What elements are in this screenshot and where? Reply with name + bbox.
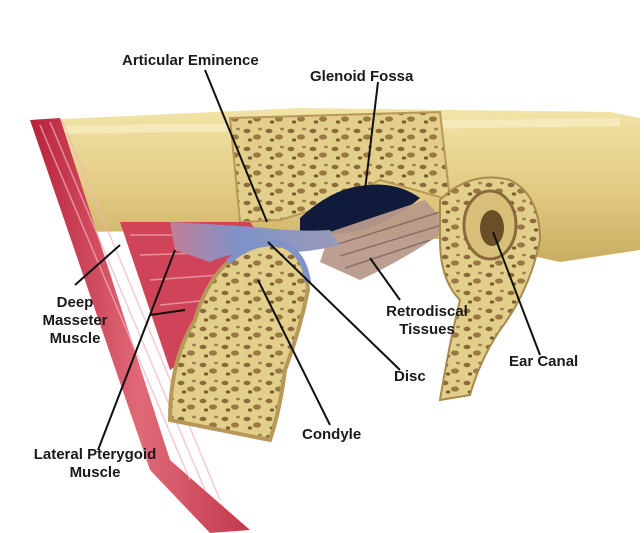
lateral-pterygoid-line-2: Muscle <box>15 464 175 482</box>
retrodiscal-line-1: Retrodiscal <box>367 303 487 321</box>
retrodiscal-line-2: Tissues <box>367 321 487 339</box>
articular-eminence-label: Articular Eminence <box>122 52 259 70</box>
deep-masseter-line-2: Masseter <box>35 312 115 330</box>
deep-masseter-line-1: Deep <box>35 294 115 312</box>
ear-canal-label: Ear Canal <box>509 353 578 371</box>
retrodiscal-tissues-label: Retrodiscal Tissues <box>367 303 487 339</box>
lateral-pterygoid-line-1: Lateral Pterygoid <box>15 446 175 464</box>
deep-masseter-line-3: Muscle <box>35 330 115 348</box>
condyle-label: Condyle <box>302 426 361 444</box>
glenoid-fossa-label: Glenoid Fossa <box>310 68 413 86</box>
deep-masseter-muscle-label: Deep Masseter Muscle <box>35 294 115 348</box>
lateral-pterygoid-muscle-label: Lateral Pterygoid Muscle <box>15 446 175 482</box>
disc-label: Disc <box>394 368 426 386</box>
